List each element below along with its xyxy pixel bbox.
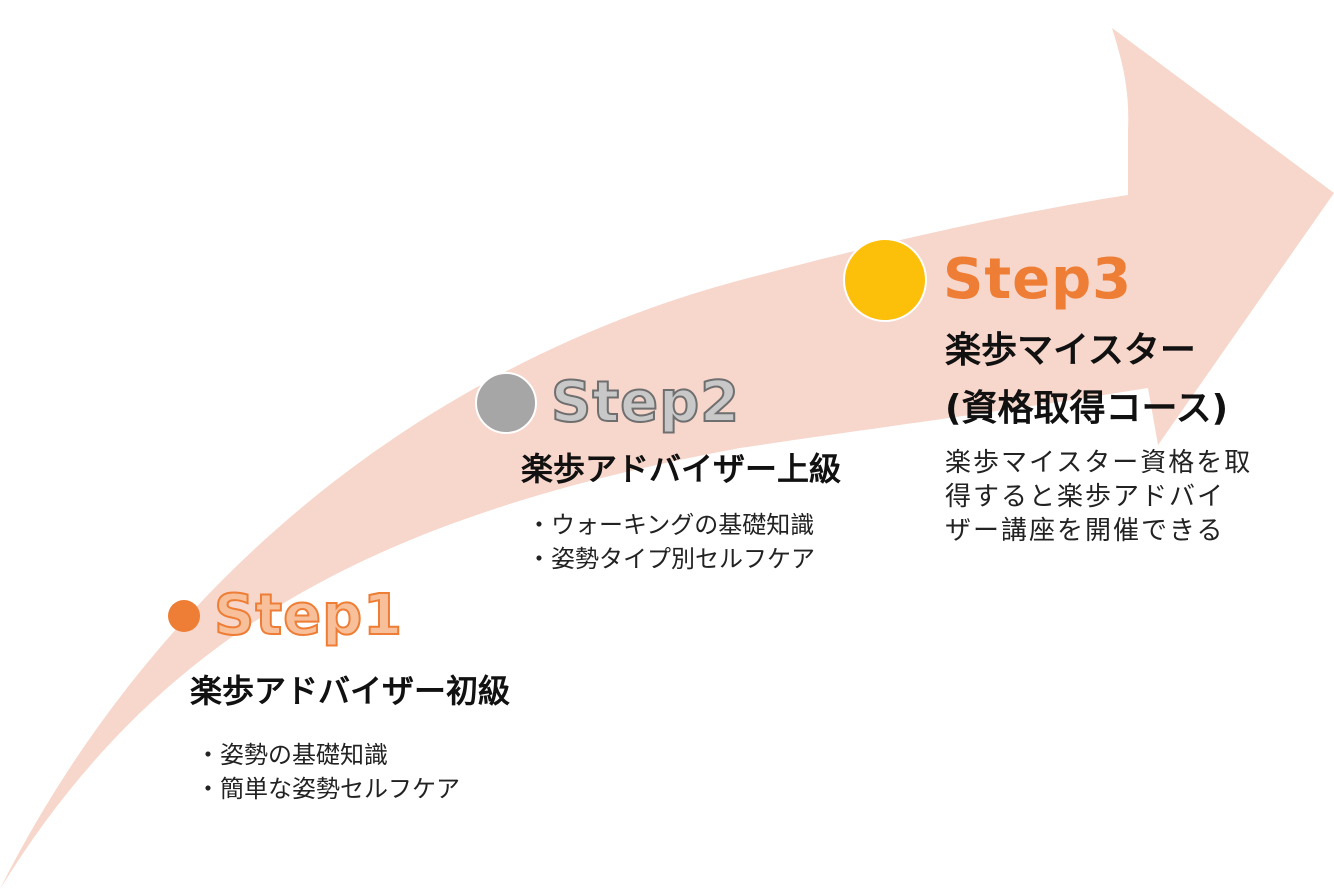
step-2-point: ・姿勢タイプ別セルフケア <box>527 545 815 573</box>
step-1-point: ・簡単な姿勢セルフケア <box>196 775 460 803</box>
step-2-title: 楽歩アドバイザー上級 <box>521 450 842 488</box>
step-2-label: Step2 <box>550 370 741 435</box>
step-3-description: 楽歩マイスター資格を取 得すると楽歩アドバイ ザー講座を開催できる <box>945 446 1252 548</box>
step-2-points: ・ウォーキングの基礎知識 ・姿勢タイプ別セルフケア <box>527 508 841 576</box>
step-3-dot-icon <box>843 238 927 322</box>
step-3-description-line: ザー講座を開催できる <box>945 516 1225 546</box>
step-1-points: ・姿勢の基礎知識 ・簡単な姿勢セルフケア <box>196 738 510 806</box>
step-2: Step2 楽歩アドバイザー上級 ・ウォーキングの基礎知識 ・姿勢タイプ別セルフ… <box>475 372 841 576</box>
step-3-label: Step3 <box>943 247 1133 312</box>
step-3-description-line: 得すると楽歩アドバイ <box>945 482 1226 512</box>
step-3-title-line: 楽歩マイスター <box>945 330 1196 371</box>
step-2-point: ・ウォーキングの基礎知識 <box>527 511 815 539</box>
step-1-label: Step1 <box>213 583 404 648</box>
growth-arrow-shape <box>0 28 1334 889</box>
step-3-title: 楽歩マイスター (資格取得コース) <box>945 322 1252 438</box>
step-1: Step1 楽歩アドバイザー初級 ・姿勢の基礎知識 ・簡単な姿勢セルフケア <box>168 583 511 806</box>
step-1-point: ・姿勢の基礎知識 <box>196 741 388 769</box>
step-2-dot-icon <box>475 372 537 434</box>
step-1-dot-icon <box>168 600 200 632</box>
step-3-description-line: 楽歩マイスター資格を取 <box>945 448 1253 478</box>
step-1-title: 楽歩アドバイザー初級 <box>190 672 511 710</box>
step-2-header: Step2 <box>475 372 841 434</box>
step-3-title-line: (資格取得コース) <box>945 388 1229 429</box>
step-3: Step3 楽歩マイスター (資格取得コース) 楽歩マイスター資格を取 得すると… <box>843 238 1252 548</box>
step-1-header: Step1 <box>168 583 510 648</box>
step-3-header: Step3 <box>843 238 1252 322</box>
